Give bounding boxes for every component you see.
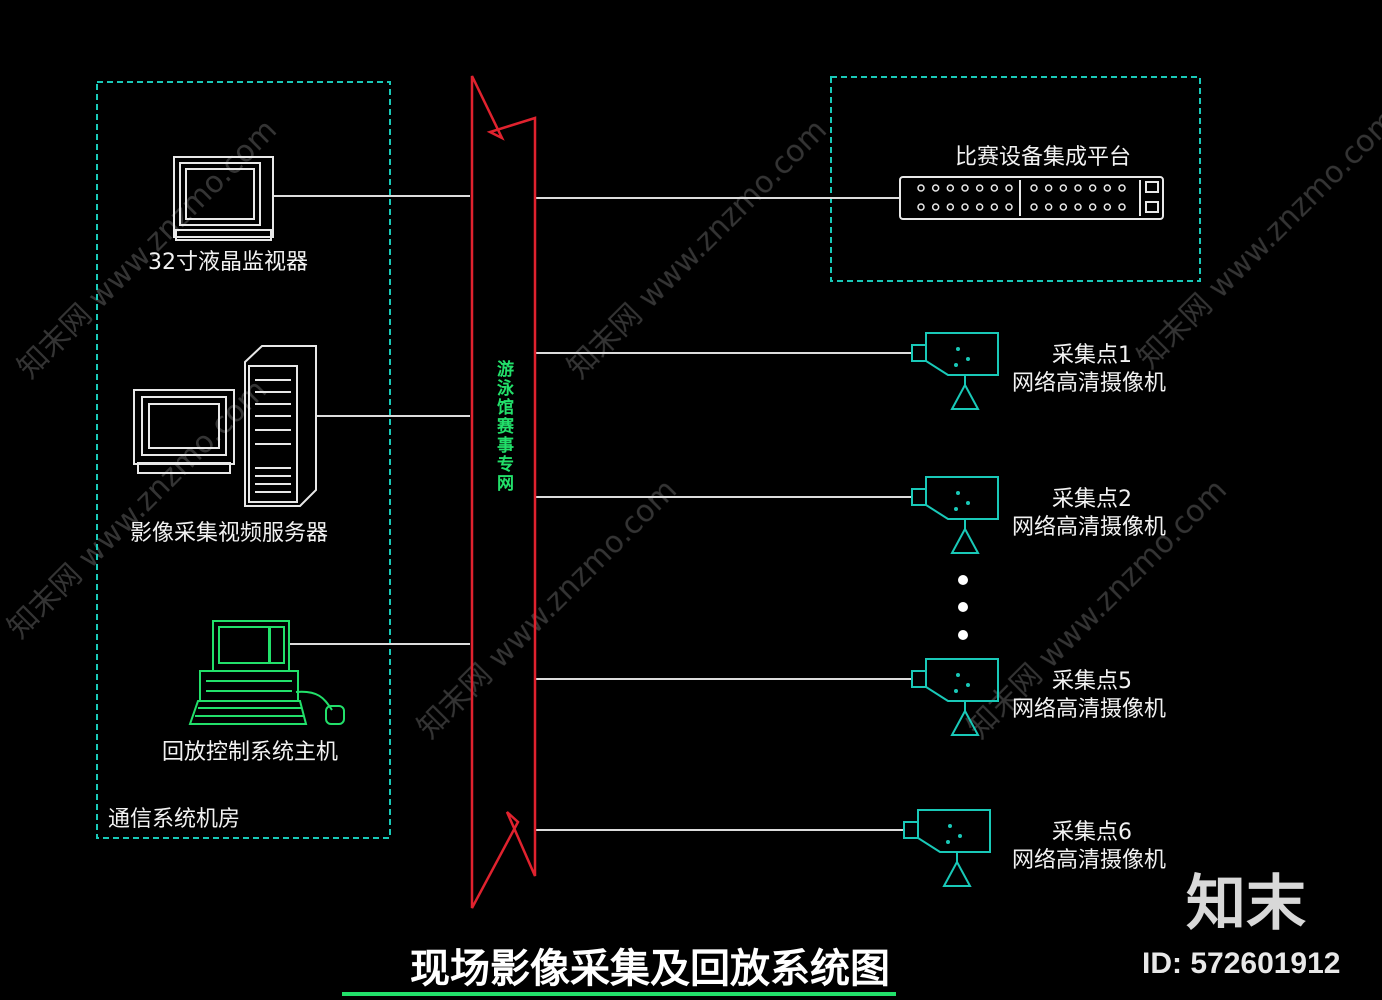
camera-icon <box>903 809 991 887</box>
rack-port <box>1103 203 1112 211</box>
watermark-text: 知末网 www.znzmo.com <box>411 473 684 746</box>
camera-1-type: 网络高清摄像机 <box>1012 371 1166 396</box>
rack-port <box>946 184 955 192</box>
watermark-text: 知末网 www.znzmo.com <box>561 113 834 386</box>
monitor-label: 32寸液晶监视器 <box>148 250 308 275</box>
ellipsis-dot <box>958 575 968 585</box>
rack-ports <box>917 184 1126 211</box>
room-label: 通信系统机房 <box>108 807 240 832</box>
monitor-icon <box>173 156 274 241</box>
camera-body <box>917 809 991 853</box>
rack-port <box>1059 203 1068 211</box>
brand-logo: 知末 <box>1186 869 1306 939</box>
playback-label: 回放控制系统主机 <box>162 740 338 765</box>
camera-dot <box>956 491 960 495</box>
rack-port <box>1030 203 1038 211</box>
rack-port <box>931 184 940 192</box>
rack-port <box>990 184 999 192</box>
server-label: 影像采集视频服务器 <box>130 521 328 546</box>
camera-5-point: 采集点5 <box>1052 669 1132 694</box>
camera-2-point: 采集点2 <box>1052 487 1132 512</box>
camera-6-type: 网络高清摄像机 <box>1012 848 1166 873</box>
rack-port <box>1088 203 1097 211</box>
rack-port <box>1044 184 1053 192</box>
camera-icon <box>911 476 999 554</box>
camera-lens <box>911 344 927 362</box>
rack-port <box>917 203 925 211</box>
camera-dot <box>948 824 952 828</box>
camera-dot <box>966 683 970 687</box>
camera-dot <box>956 673 960 677</box>
watermark-group: 知末网 www.znzmo.com 知末网 www.znzmo.com 知末网 … <box>1 103 1382 746</box>
camera-stand <box>950 382 980 410</box>
camera-icon <box>911 658 999 736</box>
rack-port <box>961 184 969 192</box>
camera-lens <box>911 488 927 506</box>
rack-port <box>1103 184 1112 192</box>
rack-port <box>931 203 940 211</box>
rack-port <box>1074 203 1082 211</box>
camera-body <box>925 332 999 376</box>
camera-5-type: 网络高清摄像机 <box>1012 697 1166 722</box>
camera-6-point: 采集点6 <box>1052 820 1132 845</box>
rack-port <box>975 203 984 211</box>
rack-port <box>1074 184 1082 192</box>
camera-dot <box>966 357 970 361</box>
rack-unit-icon <box>899 176 1164 220</box>
camera-icon <box>911 332 999 410</box>
ellipsis-dot <box>958 630 968 640</box>
camera-dot <box>954 363 958 367</box>
camera-stand <box>950 526 980 554</box>
rack-port <box>1118 184 1126 192</box>
rack-port <box>917 184 925 192</box>
network-label: 游泳馆赛事专网 <box>493 359 515 493</box>
camera-dot <box>958 834 962 838</box>
camera-1-point: 采集点1 <box>1052 343 1132 368</box>
watermark-text: 知末网 www.znzmo.com <box>1 373 274 646</box>
room-box <box>96 81 391 839</box>
diagram-title: 现场影像采集及回放系统图 <box>410 945 890 992</box>
rack-port <box>1088 184 1097 192</box>
camera-dot <box>956 347 960 351</box>
rack-port <box>1005 203 1013 211</box>
camera-stand <box>942 859 972 887</box>
rack-port <box>1118 203 1126 211</box>
ellipsis-dot <box>958 602 968 612</box>
camera-lens <box>911 670 927 688</box>
rack-port <box>946 203 955 211</box>
network-backbone <box>470 75 537 909</box>
rack-port <box>975 184 984 192</box>
rack-port <box>1059 184 1068 192</box>
camera-2-type: 网络高清摄像机 <box>1012 515 1166 540</box>
watermark-text: 知末网 www.znzmo.com <box>1131 103 1382 376</box>
rack-port <box>1005 184 1013 192</box>
camera-dot <box>954 689 958 693</box>
platform-box <box>830 76 1201 282</box>
camera-body <box>925 476 999 520</box>
image-id: ID: 572601912 <box>1142 947 1341 980</box>
platform-label: 比赛设备集成平台 <box>955 145 1131 170</box>
playback-computer-icon <box>188 620 345 725</box>
camera-dot <box>946 840 950 844</box>
rack-port <box>1044 203 1053 211</box>
rack-port <box>1030 184 1038 192</box>
camera-body <box>925 658 999 702</box>
rack-port <box>990 203 999 211</box>
camera-dot <box>966 501 970 505</box>
camera-lens <box>903 821 919 839</box>
rack-port <box>961 203 969 211</box>
server-icon <box>133 345 317 507</box>
camera-stand <box>950 708 980 736</box>
camera-dot <box>954 507 958 511</box>
